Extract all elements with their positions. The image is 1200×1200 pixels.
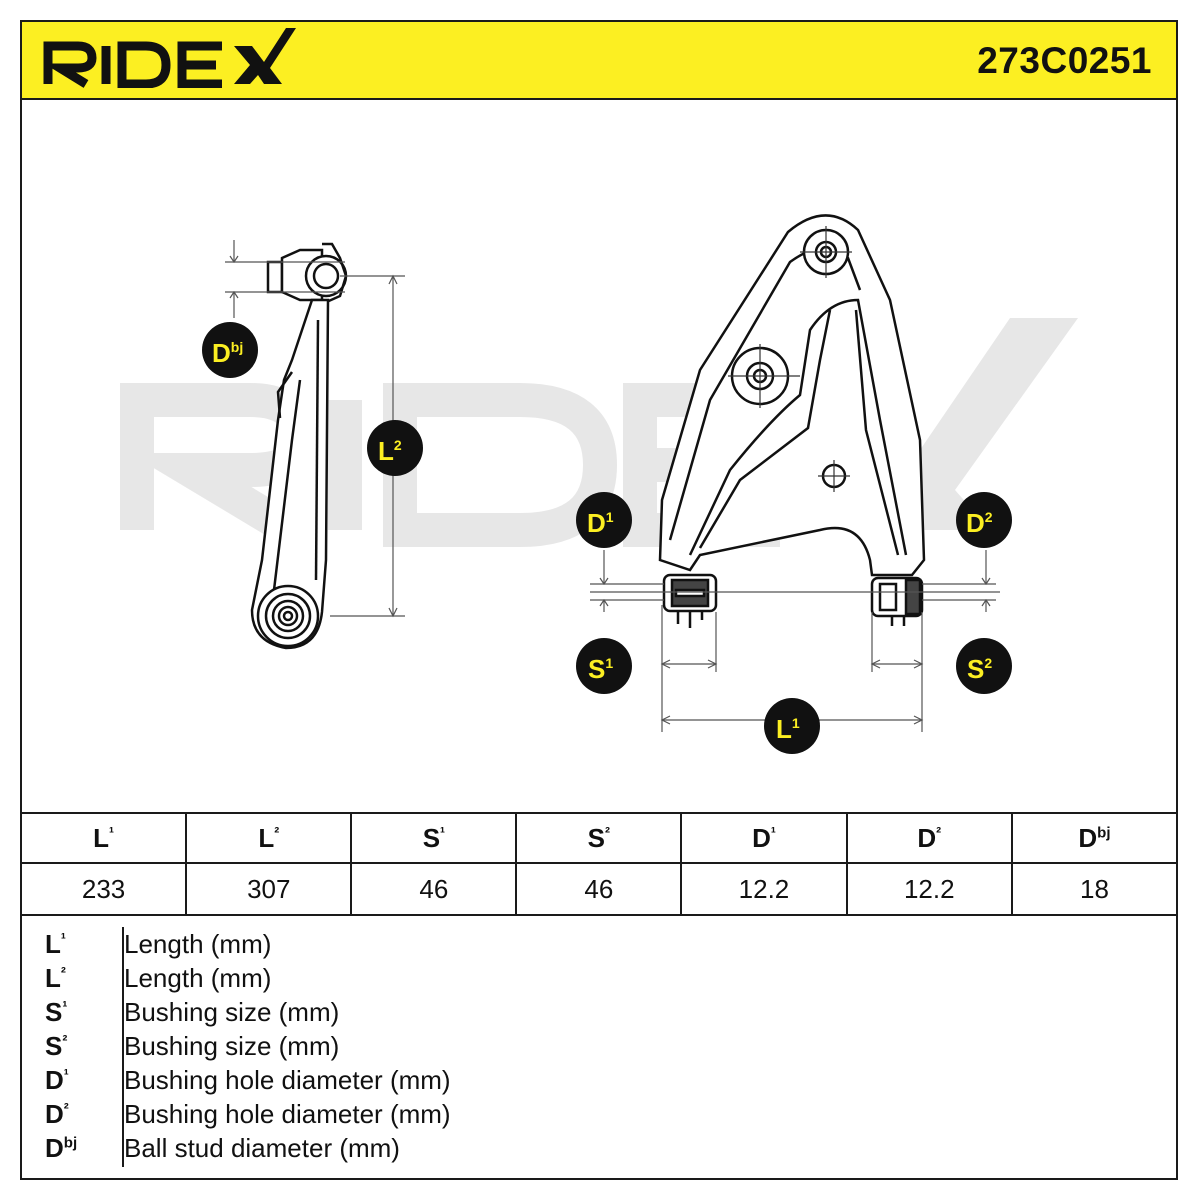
legend-description: Length (mm) bbox=[124, 929, 272, 959]
spec-header-cell: S² bbox=[515, 812, 683, 864]
callout-l2: L2 bbox=[367, 420, 423, 476]
legend-description: Bushing size (mm) bbox=[124, 997, 340, 1027]
callout-s1: S1 bbox=[576, 638, 632, 694]
legend-symbol: Dbj bbox=[45, 1133, 78, 1163]
legend-item: L² Length (mm) bbox=[20, 961, 1120, 995]
legend-description: Bushing hole diameter (mm) bbox=[124, 1099, 451, 1129]
spec-header-cell: S¹ bbox=[350, 812, 518, 864]
spec-value-cell: 307 bbox=[185, 862, 353, 916]
callout-dbj: Dbj bbox=[202, 322, 258, 378]
spec-header-cell: Dbj bbox=[1010, 812, 1179, 864]
legend-item: Dbj Ball stud diameter (mm) bbox=[20, 1131, 1120, 1165]
spec-value-cell: 18 bbox=[1010, 862, 1179, 916]
legend-description: Ball stud diameter (mm) bbox=[124, 1133, 400, 1163]
legend-description: Bushing size (mm) bbox=[124, 1031, 340, 1061]
legend-description: Length (mm) bbox=[124, 963, 272, 993]
spec-value-cell: 233 bbox=[19, 862, 188, 916]
left-bushing bbox=[662, 573, 718, 628]
legend-item: D² Bushing hole diameter (mm) bbox=[20, 1097, 1120, 1131]
spec-value-cell: 46 bbox=[350, 862, 518, 916]
spec-header-cell: D¹ bbox=[680, 812, 848, 864]
side-view bbox=[250, 242, 348, 650]
svg-text:Dbj: Dbj bbox=[212, 338, 243, 368]
legend-symbol: L¹ bbox=[45, 929, 66, 959]
svg-text:D2: D2 bbox=[966, 508, 993, 538]
spec-table: L¹ L² S¹ S² D¹ D² Dbj 233 307 46 46 12.2… bbox=[19, 812, 1179, 916]
legend-item: L¹ Length (mm) bbox=[20, 927, 1120, 961]
legend: L¹ Length (mm) L² Length (mm) S¹ Bushing… bbox=[20, 913, 1178, 1180]
spec-header-cell: L² bbox=[185, 812, 353, 864]
callout-d2: D2 bbox=[956, 492, 1012, 548]
legend-symbol: S¹ bbox=[45, 997, 68, 1027]
svg-text:S1: S1 bbox=[588, 654, 613, 684]
legend-item: D¹ Bushing hole diameter (mm) bbox=[20, 1063, 1120, 1097]
legend-item: S¹ Bushing size (mm) bbox=[20, 995, 1120, 1029]
legend-symbol: S² bbox=[45, 1031, 68, 1061]
svg-text:D1: D1 bbox=[587, 508, 614, 538]
spec-table-value-row: 233 307 46 46 12.2 12.2 18 bbox=[19, 862, 1179, 916]
svg-text:L2: L2 bbox=[378, 436, 402, 466]
svg-text:S2: S2 bbox=[967, 654, 992, 684]
ridex-logo bbox=[43, 28, 296, 88]
top-view bbox=[658, 214, 926, 577]
spec-header-cell: L¹ bbox=[19, 812, 188, 864]
legend-divider bbox=[122, 927, 124, 1167]
legend-symbol: L² bbox=[45, 963, 66, 993]
spec-header-cell: D² bbox=[845, 812, 1013, 864]
part-number: 273C0251 bbox=[977, 40, 1152, 81]
technical-drawing: Dbj L2 D1 D2 S1 S2 L1 bbox=[120, 214, 1078, 754]
svg-text:L1: L1 bbox=[776, 714, 800, 744]
centerlines bbox=[728, 226, 852, 492]
callout-s2: S2 bbox=[956, 638, 1012, 694]
legend-symbol: D² bbox=[45, 1099, 69, 1129]
callout-l1: L1 bbox=[764, 698, 820, 754]
callout-d1: D1 bbox=[576, 492, 632, 548]
legend-item: S² Bushing size (mm) bbox=[20, 1029, 1120, 1063]
legend-symbol: D¹ bbox=[45, 1065, 69, 1095]
spec-value-cell: 12.2 bbox=[680, 862, 848, 916]
right-bushing bbox=[870, 576, 924, 626]
spec-value-cell: 12.2 bbox=[845, 862, 1013, 916]
spec-table-header-row: L¹ L² S¹ S² D¹ D² Dbj bbox=[19, 812, 1179, 864]
spec-value-cell: 46 bbox=[515, 862, 683, 916]
top-view-dimensions bbox=[590, 550, 1000, 732]
legend-description: Bushing hole diameter (mm) bbox=[124, 1065, 451, 1095]
